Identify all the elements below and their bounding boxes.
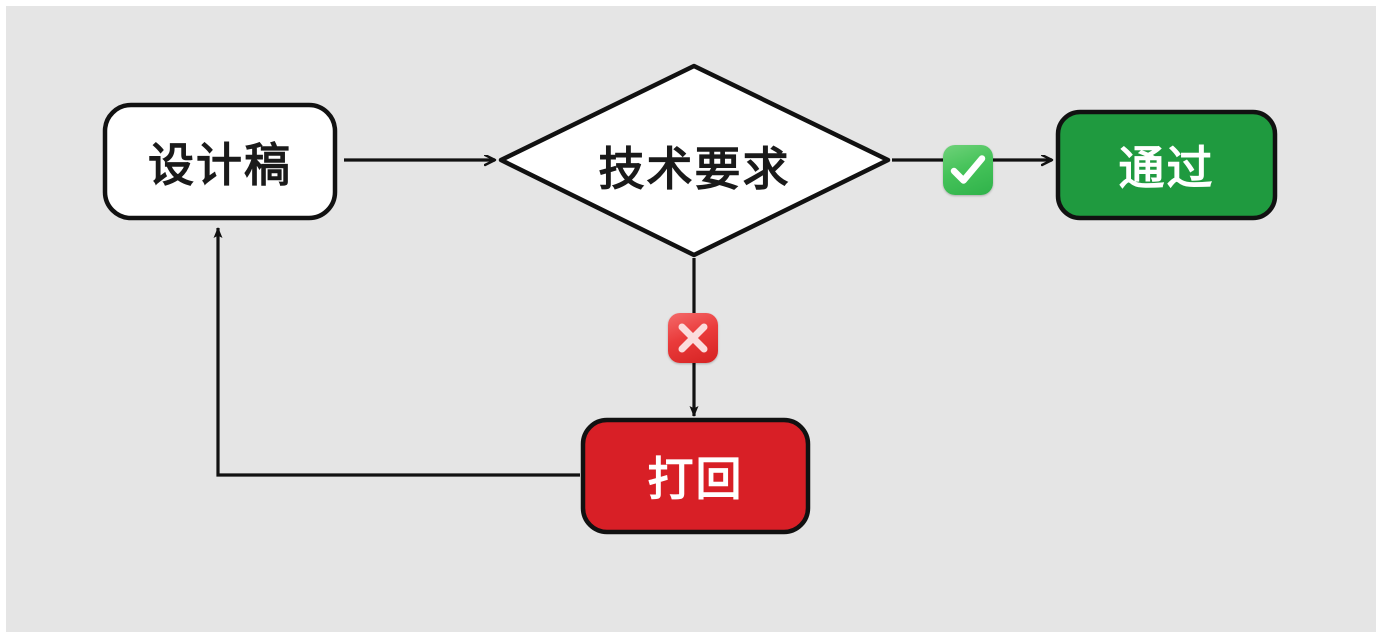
node-pass[interactable] [1055,109,1278,221]
node-design[interactable] [102,102,338,221]
node-reject[interactable] [580,417,811,535]
edge-reject-to-design [213,227,580,477]
node-decision[interactable] [498,63,891,258]
check-mark-icon [943,145,993,195]
cross-mark-icon [668,313,718,363]
diagram-canvas: 设计稿 技术要求 通过 打回 [6,6,1376,632]
